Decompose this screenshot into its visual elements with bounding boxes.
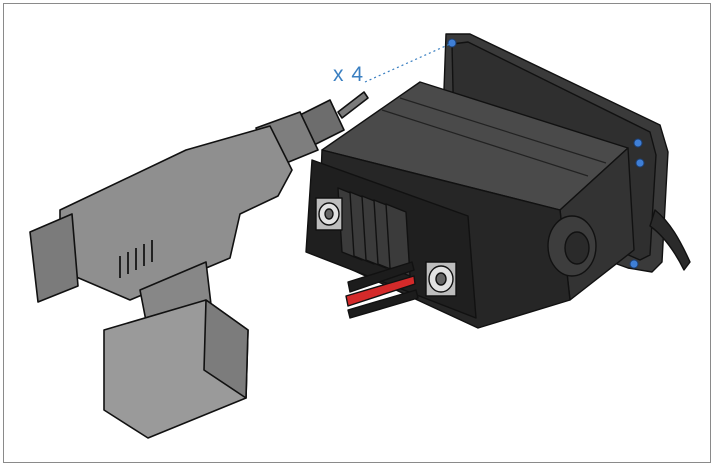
cable-black (347, 261, 415, 293)
housing-ridge (381, 97, 607, 177)
rotary-knob-center (564, 231, 590, 265)
drill-bit (337, 91, 369, 119)
drill-vents (119, 240, 153, 278)
diagram-frame (3, 3, 711, 463)
antenna-connector-left (315, 197, 343, 231)
mounting-screw-icon (447, 38, 645, 269)
drill-rear-face (29, 213, 79, 303)
antenna-connector-right (425, 261, 457, 297)
drill-battery-side (203, 299, 249, 399)
power-drill-icon (29, 91, 369, 439)
drill-body (59, 125, 293, 301)
heatsink-fins (337, 187, 411, 277)
cable-red (345, 275, 416, 307)
cable-black-lower (347, 289, 419, 319)
power-cables (345, 261, 419, 319)
radio-unit-icon (305, 33, 691, 329)
callout-leader-line (364, 43, 451, 83)
screw-quantity-label: x 4 (333, 63, 365, 86)
rear-cable (649, 209, 691, 271)
